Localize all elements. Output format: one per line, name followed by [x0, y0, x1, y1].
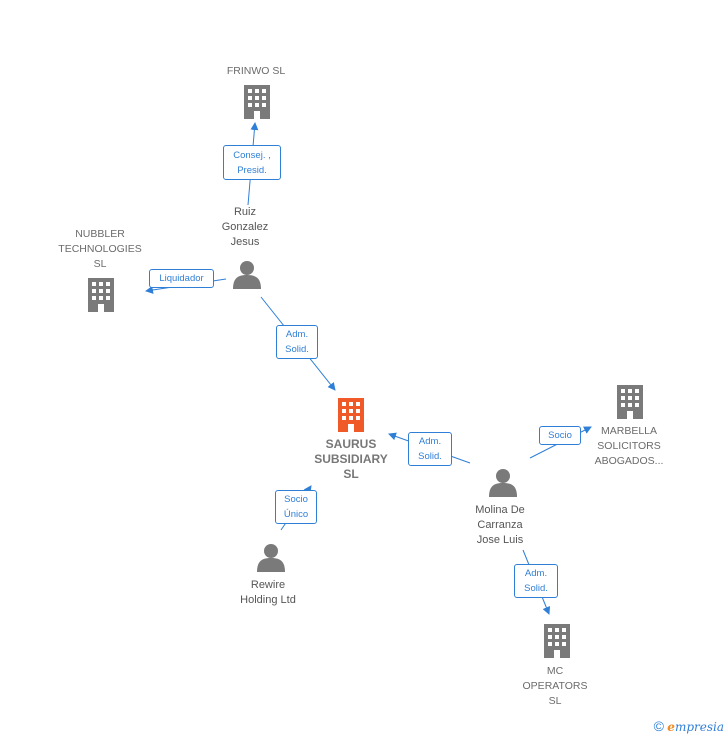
building-icon-saurus[interactable] — [338, 398, 364, 432]
relation-label-adm-solid-ruiz[interactable]: Adm. Solid. — [276, 325, 318, 359]
relation-label-liquidador[interactable]: Liquidador — [149, 269, 214, 288]
relation-label-socio[interactable]: Socio — [539, 426, 581, 445]
empresia-logo: © empresia — [654, 718, 724, 734]
node-label-saurus[interactable]: SAURUS SUBSIDIARY SL — [314, 437, 388, 481]
brand-rest: mpresia — [674, 720, 724, 734]
node-label-frinwo[interactable]: FRINWO SL — [226, 65, 286, 77]
relation-label-adm-solid-molina[interactable]: Adm. Solid. — [408, 432, 452, 466]
relation-label-consej-presid[interactable]: Consej. , Presid. — [223, 145, 281, 180]
node-label-molina[interactable]: Molina De Carranza Jose Luis — [475, 504, 525, 546]
node-label-rewire[interactable]: Rewire Holding Ltd — [240, 579, 296, 606]
relation-label-socio-unico[interactable]: Socio Único — [275, 490, 317, 524]
person-icon-ruiz[interactable] — [233, 261, 261, 289]
building-icon-marbella[interactable] — [617, 385, 643, 419]
brand-e: e — [667, 720, 675, 734]
person-icon-molina[interactable] — [489, 469, 517, 497]
node-label-nubbler[interactable]: NUBBLER TECHNOLOGIES SL — [58, 228, 142, 270]
person-icon-rewire[interactable] — [257, 544, 285, 572]
building-icon-nubbler[interactable] — [88, 278, 114, 312]
copyright-symbol: © — [653, 718, 664, 734]
relation-label-adm-solid-mc[interactable]: Adm. Solid. — [514, 564, 558, 598]
node-label-ruiz[interactable]: Ruiz Gonzalez Jesus — [221, 206, 269, 248]
building-icon-frinwo[interactable] — [244, 85, 270, 119]
node-label-marbella[interactable]: MARBELLA SOLICITORS ABOGADOS... — [594, 425, 664, 467]
node-label-mc[interactable]: MC OPERATORS SL — [522, 665, 588, 707]
building-icon-mc[interactable] — [544, 624, 570, 658]
